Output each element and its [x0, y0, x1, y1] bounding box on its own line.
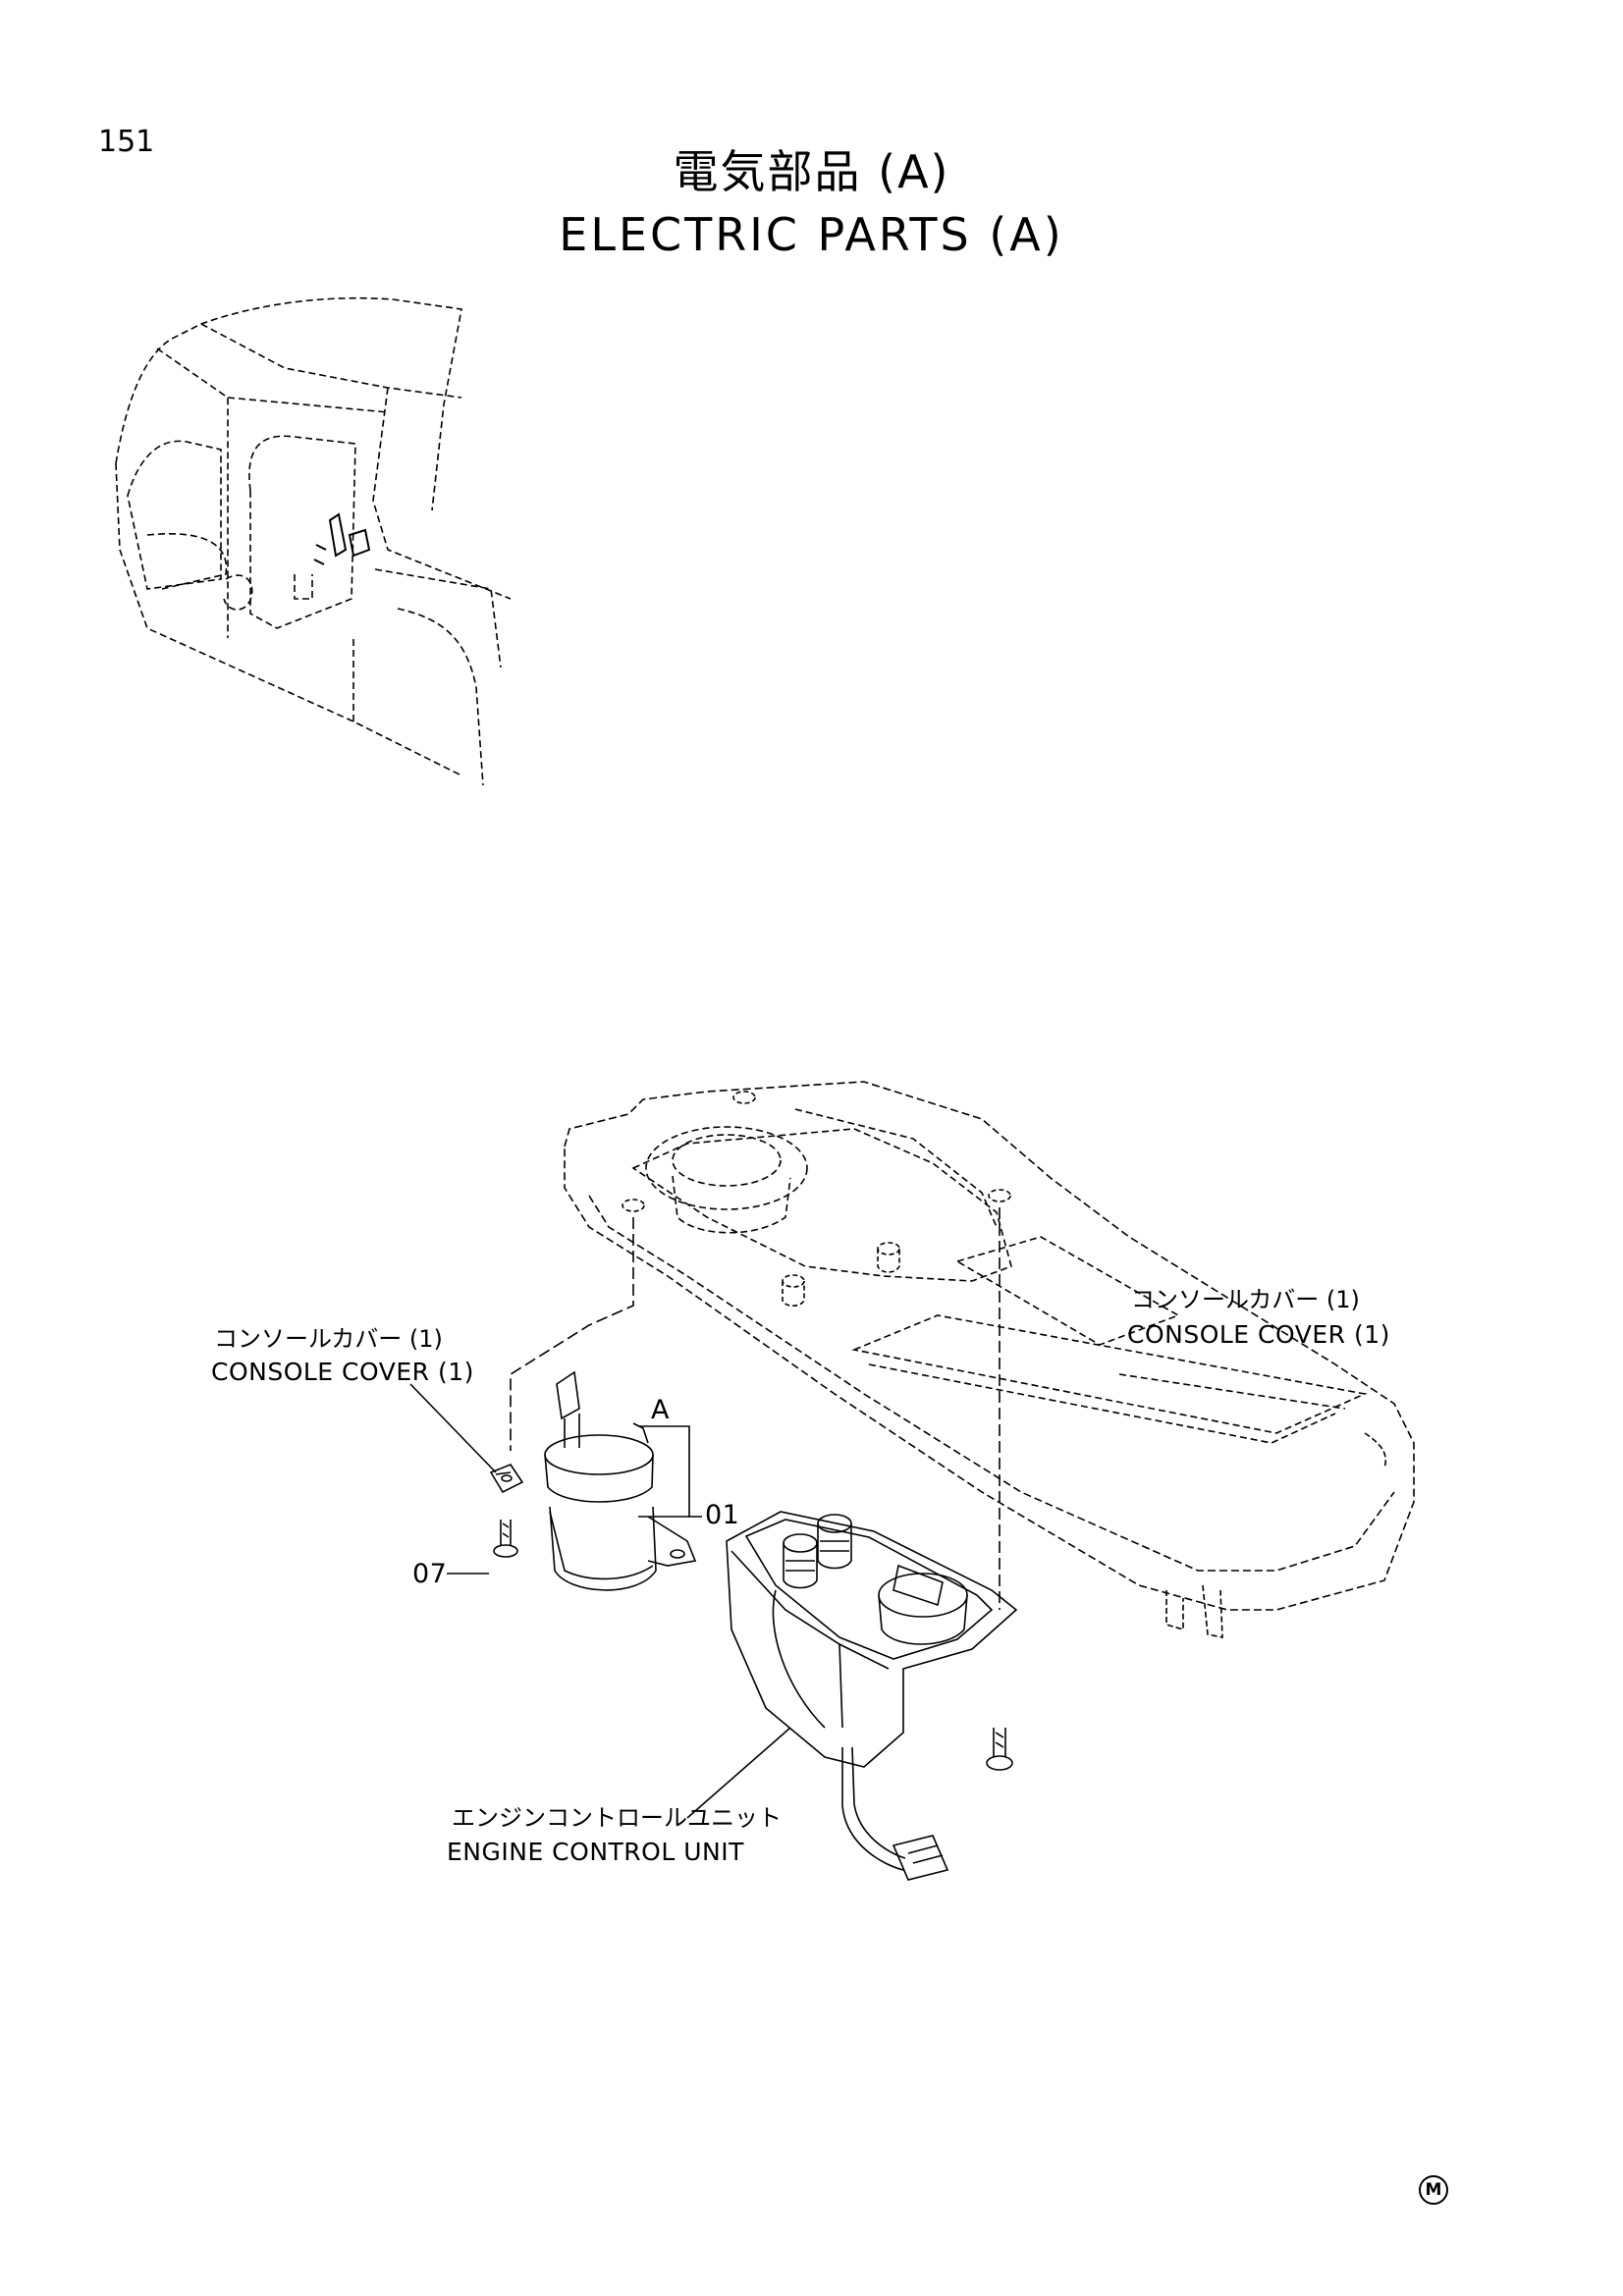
- circled-m-mark: M: [1419, 2175, 1448, 2205]
- page-title-jp: 電気部品 (A): [673, 145, 950, 198]
- ecu-label-jp: エンジンコントロールユニット: [452, 1804, 782, 1832]
- page-number: 151: [98, 125, 155, 159]
- ecu-label-en: ENGINE CONTROL UNIT: [447, 1838, 744, 1866]
- console-cover-left-label-en: CONSOLE COVER (1): [211, 1358, 474, 1386]
- ref-label-01: 01: [705, 1500, 740, 1530]
- console-cover-left-label-jp: コンソールカバー (1): [214, 1325, 443, 1353]
- page-title-en: ELECTRIC PARTS (A): [559, 208, 1064, 261]
- ref-label-a: A: [651, 1395, 670, 1425]
- console-cover-right-label-en: CONSOLE COVER (1): [1127, 1320, 1390, 1349]
- ref-label-07: 07: [412, 1559, 448, 1589]
- console-cover-right-label-jp: コンソールカバー (1): [1131, 1286, 1360, 1313]
